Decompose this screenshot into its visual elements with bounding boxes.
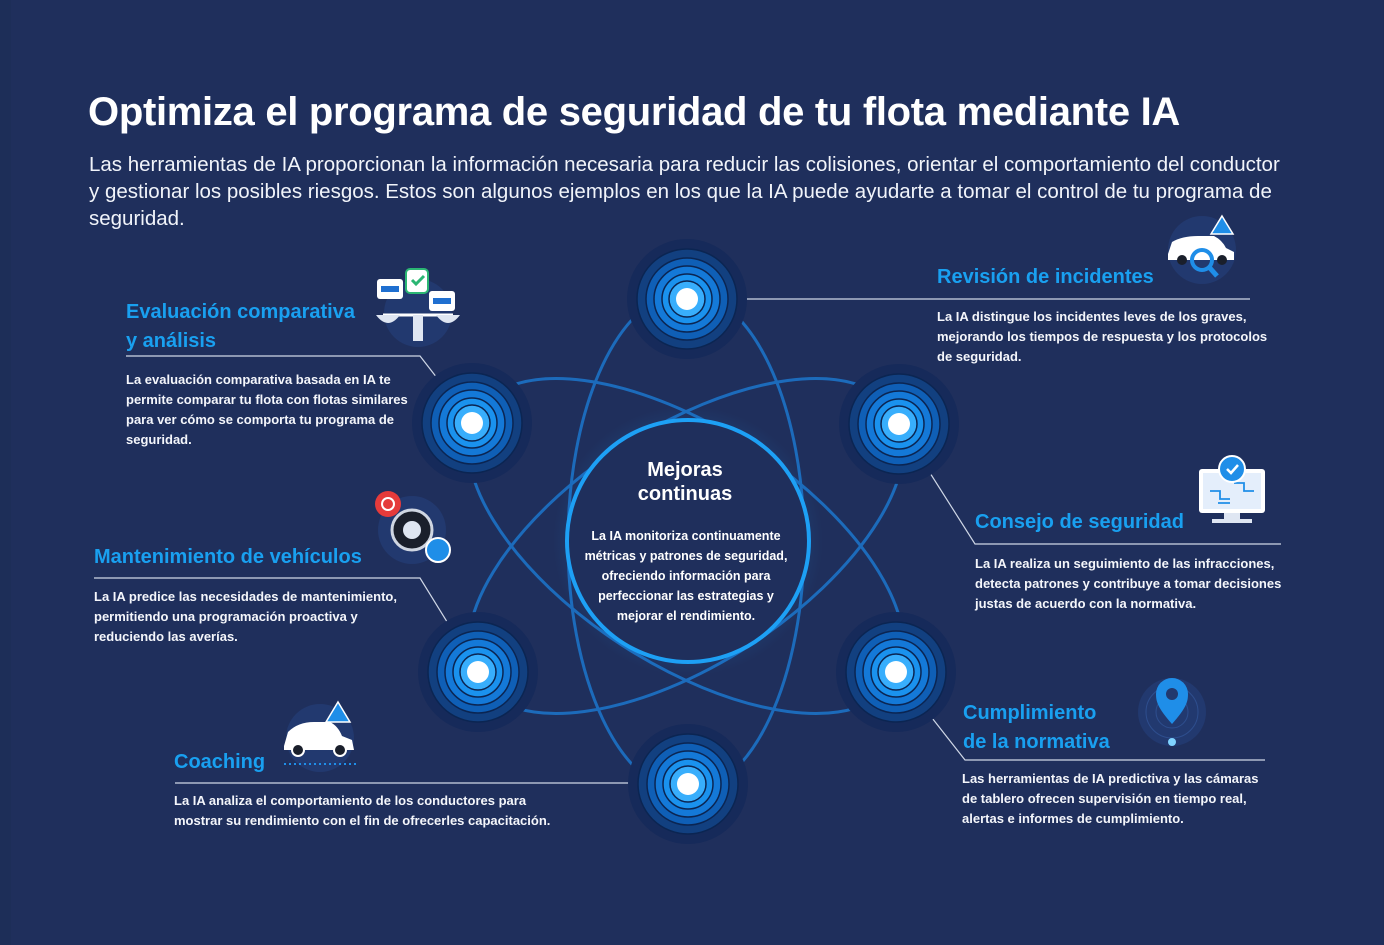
center-title-line2: continuas [637,483,733,505]
benchmark-title-line2: y análisis [126,330,217,352]
compliance-title-line1: Cumplimiento [963,702,1097,724]
incidents-body: La IA distingue los incidentes leves de … [937,309,1268,364]
intro-paragraph: Las herramientas de IA proporcionan la i… [89,153,1280,230]
node-maintenance [418,612,538,732]
maintenance-body: La IA predice las necesidades de manteni… [94,589,397,644]
node-safety-core [888,413,910,435]
page-title: Optimiza el programa de seguridad de tu … [88,90,1180,134]
maintenance-title: Mantenimiento de vehículos [94,546,362,568]
center-body: La IA monitoriza continuamente métricas … [584,529,788,623]
safety-body: La IA realiza un seguimiento de las infr… [975,556,1282,611]
location-pin-icon [1138,678,1206,746]
car-alert-icon [284,700,356,772]
node-benchmark [412,363,532,483]
node-safety [839,364,959,484]
monitor-check-icon [1199,455,1265,523]
safety-title: Consejo de seguridad [975,511,1184,533]
compliance-body: Las herramientas de IA predictiva y las … [962,771,1259,826]
compliance-title-line2: de la normativa [963,731,1110,753]
coaching-title: Coaching [174,751,266,773]
benchmark-title-line1: Evaluación comparativa [126,301,355,323]
center-title: Mejoras continuas [595,458,775,506]
incidents-title: Revisión de incidentes [937,266,1154,288]
node-compliance-core [885,661,907,683]
node-compliance [836,612,956,732]
benchmark-body: La evaluación comparativa basada en IA t… [126,372,408,447]
center-title-line1: Mejoras [647,459,723,481]
node-benchmark-core [461,412,483,434]
node-coaching-core [677,773,699,795]
compliance-title: Cumplimiento de la normativa [963,699,1110,757]
benchmark-title: Evaluación comparativa y análisis [126,298,355,356]
car-search-icon [1168,214,1236,284]
center-circle [565,418,811,664]
node-coaching [628,724,748,844]
coaching-body: La IA analiza el comportamiento de los c… [174,793,551,828]
wheel-icon [375,491,451,564]
node-maintenance-core [467,661,489,683]
node-incidents-top [627,239,747,359]
scale-icon [376,268,460,347]
node-incidents-top-core [676,288,698,310]
